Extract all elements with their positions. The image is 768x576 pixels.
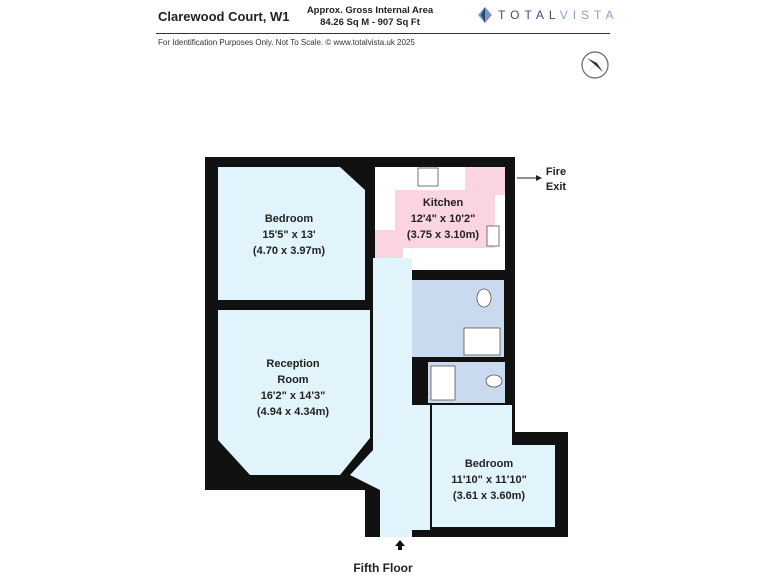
header-divider <box>156 33 610 34</box>
shower-icon <box>463 327 501 356</box>
totalvista-logo: TOTALVISTA <box>478 7 618 23</box>
kitchen-floor <box>375 167 505 258</box>
reception-name-1: Reception <box>266 358 319 370</box>
reception-name-2: Room <box>277 374 308 386</box>
property-title: Clarewood Court, W1 <box>158 9 290 24</box>
bedroom2-metric: (3.61 x 3.60m) <box>453 490 525 502</box>
fire-exit-arrow-icon <box>517 175 542 181</box>
bedroom1-metric: (4.70 x 3.97m) <box>253 245 325 257</box>
disclaimer: For Identification Purposes Only. Not To… <box>158 38 415 47</box>
gross-area: Approx. Gross Internal Area 84.26 Sq M -… <box>300 5 440 29</box>
logo-text-total: TOTAL <box>498 8 560 22</box>
shower2-icon <box>430 365 456 401</box>
logo-text-vista: VISTA <box>559 8 619 22</box>
bedroom1-name: Bedroom <box>265 213 314 225</box>
bedroom2-name: Bedroom <box>465 458 514 470</box>
reception-metric: (4.94 x 4.34m) <box>257 406 329 418</box>
reception-floor <box>218 310 370 475</box>
compass-icon <box>581 51 609 79</box>
floor-label: Fifth Floor <box>353 561 413 575</box>
bedroom1-floor <box>218 167 365 300</box>
entrance-arrow-icon <box>395 540 405 550</box>
kitchen-imperial: 12'4" x 10'2" <box>411 213 476 225</box>
kitchen-metric: (3.75 x 3.10m) <box>407 229 479 241</box>
bedroom2-floor <box>432 405 555 527</box>
toilet2-icon <box>485 374 503 388</box>
bedroom1-imperial: 15'5" x 13' <box>262 229 316 241</box>
hob-icon <box>417 167 439 187</box>
area-label: Approx. Gross Internal Area <box>306 5 434 16</box>
fire-exit-line2: Exit <box>546 181 567 193</box>
area-value: 84.26 Sq M - 907 Sq Ft <box>320 17 420 28</box>
fire-exit-line1: Fire <box>546 166 566 178</box>
sink-icon <box>486 225 500 247</box>
toilet-icon <box>476 288 492 308</box>
hallway-floor <box>350 258 430 537</box>
bedroom2-imperial: 11'10" x 11'10" <box>451 474 527 486</box>
kitchen-name: Kitchen <box>423 197 464 209</box>
logo-diamond-icon <box>478 7 492 23</box>
reception-imperial: 16'2" x 14'3" <box>261 390 326 402</box>
